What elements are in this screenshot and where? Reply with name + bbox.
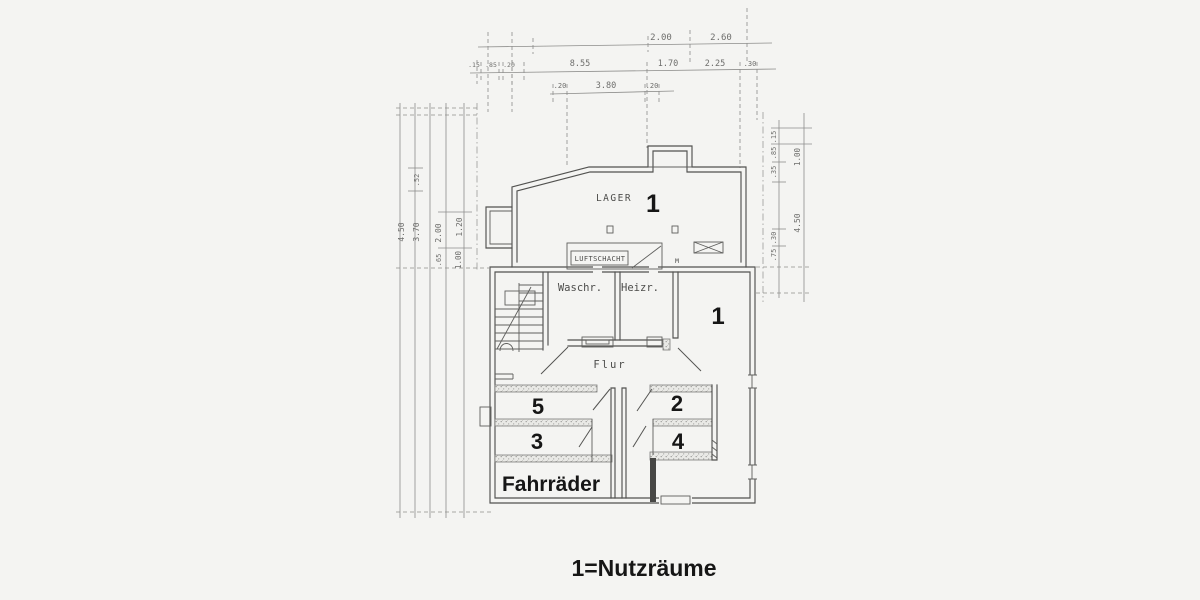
room-label-lager: LAGER: [596, 193, 632, 204]
legend-nutzraeume: 1=Nutzräume: [571, 555, 716, 581]
dark-wall: [650, 458, 656, 502]
radiator: [646, 336, 663, 348]
floor-plan-walls: [479, 145, 758, 506]
dim-label: 1.20: [455, 217, 464, 236]
dim-label: 2.25: [705, 59, 725, 69]
dim-label: .75: [770, 249, 778, 262]
dim-label: 3.70: [412, 222, 421, 241]
lager-outline-inner: [516, 150, 742, 263]
stair-break-line: [496, 286, 532, 350]
dim-label: .52: [413, 174, 421, 187]
dim-label: 3.80: [596, 81, 616, 91]
room-label-luftschacht: LUFTSCHACHT: [575, 255, 626, 263]
dim-label: .20: [503, 61, 515, 69]
room-label-flur: Flur: [593, 359, 626, 371]
dim-label: .30: [744, 60, 757, 68]
vent-box: [693, 241, 724, 254]
room-number-3: 3: [531, 429, 543, 454]
partition-wall: [652, 418, 713, 427]
m-mark: M: [675, 257, 679, 265]
dim-label: 1.00: [793, 147, 802, 166]
partition-wall: [494, 418, 593, 427]
staircase: [495, 283, 543, 352]
dim-label: .20: [646, 82, 659, 90]
dim-label: 1.00: [454, 250, 463, 269]
dim-label: 4.50: [793, 213, 802, 232]
lightwell-bay: [485, 206, 513, 249]
top-dimension-lines: 2.00 2.60 .15 .85 .20 8.55 1.70 2.25 .30…: [468, 8, 777, 168]
room-number-2: 2: [671, 391, 683, 416]
dim-label: .15: [468, 61, 480, 69]
basement-outline: [489, 266, 756, 504]
luftschacht-box: [566, 242, 663, 270]
room-labels: LAGER 1 LUFTSCHACHT M Waschr. Heizr. Flu…: [502, 190, 725, 496]
room-label-waschr: Waschr.: [558, 282, 602, 294]
dim-label: 2.00: [434, 223, 443, 242]
door-swing: [578, 426, 593, 448]
dim-label: 4.50: [397, 222, 406, 241]
dim-label: 2.00: [650, 33, 672, 43]
pillar: [671, 225, 679, 234]
partition-wall: [494, 384, 598, 393]
door-swing: [592, 388, 611, 411]
door-swing: [677, 347, 702, 372]
dim-label: .15: [770, 131, 778, 144]
dim-label: .20: [554, 82, 567, 90]
room-number-4: 4: [672, 429, 685, 454]
room-number-lager: 1: [646, 190, 660, 218]
dim-label: 1.70: [658, 59, 678, 69]
dim-label: .30: [770, 232, 778, 245]
dim-label: .85: [770, 147, 778, 160]
stair-turn-mark: [499, 343, 514, 352]
lightwell-left: [479, 406, 492, 427]
pillar: [606, 225, 614, 234]
dim-label: .35: [770, 166, 778, 179]
dim-label: .85: [485, 61, 497, 69]
wall-stub: [662, 338, 671, 351]
door-swing: [636, 388, 653, 412]
luftschacht-diagonal: [631, 245, 662, 269]
dim-label: 8.55: [570, 59, 590, 69]
dim-label: .65: [435, 254, 443, 267]
radiator: [581, 336, 614, 348]
room-label-heizr: Heizr.: [621, 282, 659, 294]
entrance-step: [660, 495, 691, 505]
door-swing: [632, 425, 647, 448]
room-label-fahrraeder: Fahrräder: [502, 473, 600, 496]
partition-wall: [494, 454, 613, 463]
right-dimension-lines: .15 .85 .35 .30 .75 1.00 4.50: [756, 112, 812, 302]
room-number-5: 5: [532, 394, 544, 419]
door-swing: [540, 346, 569, 375]
dim-label: 2.60: [710, 33, 732, 43]
room-number-1: 1: [711, 303, 724, 330]
left-dimension-lines: 4.50 3.70 .52 2.00 1.20 .65 1.00: [396, 103, 491, 518]
lager-outline: [511, 145, 747, 268]
